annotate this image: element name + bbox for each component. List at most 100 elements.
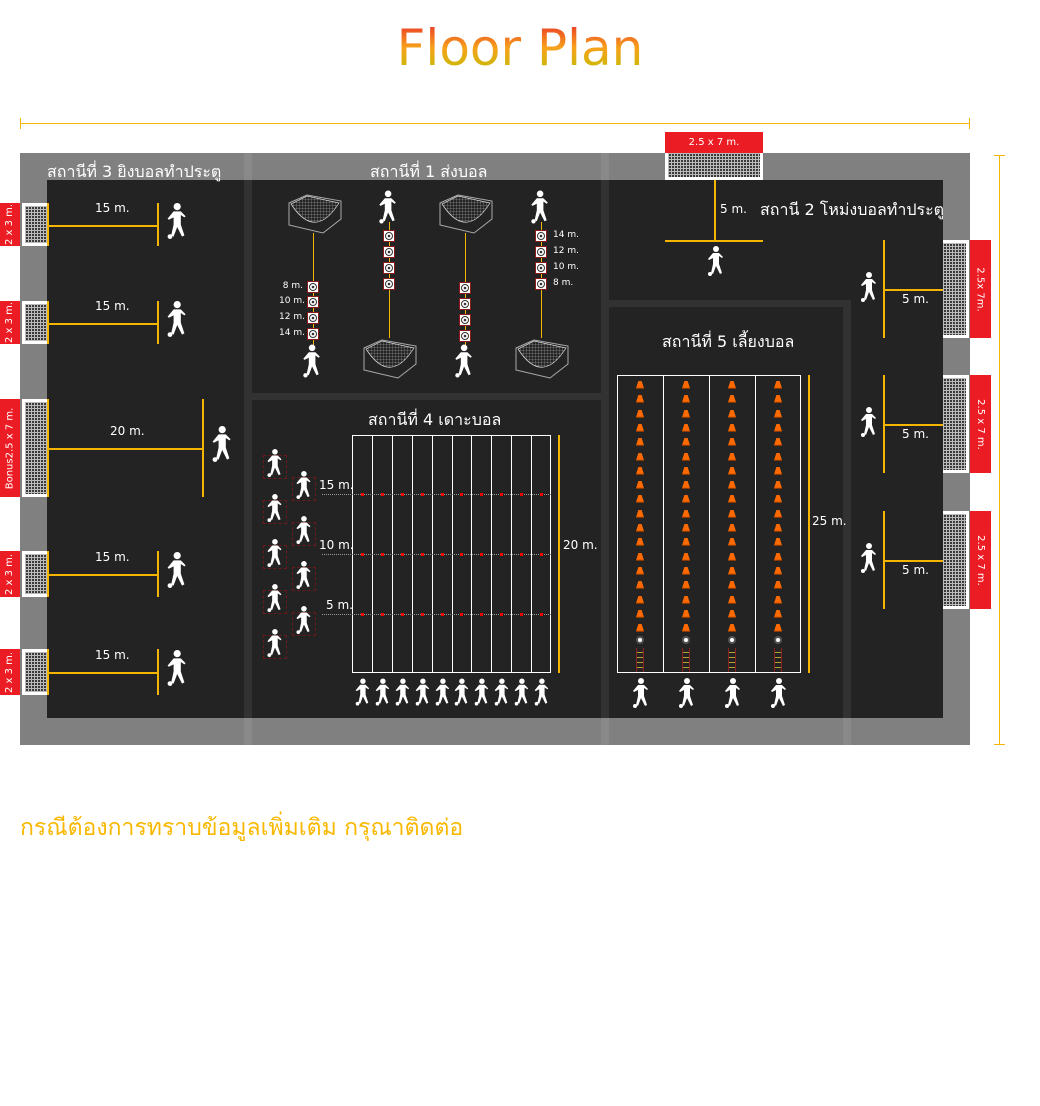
distance-label: 5 m.: [902, 292, 929, 306]
zone-divider: [609, 300, 843, 307]
cone-icon: [728, 538, 736, 547]
marker-dot: [480, 613, 484, 616]
ball-marker-icon: [535, 246, 547, 258]
cone-icon: [636, 452, 644, 461]
dimension-tick: [969, 118, 970, 129]
dimension-tick: [20, 118, 21, 129]
zone-divider: [843, 300, 851, 745]
marker-dot: [460, 553, 464, 556]
cone-icon: [636, 495, 644, 504]
juggling-player-icon: [455, 678, 469, 706]
passer-player-icon: [379, 190, 396, 224]
ball-marker-icon: [459, 282, 471, 294]
distance-label: 8 m.: [282, 281, 303, 291]
marker-dot: [500, 553, 504, 556]
juggling-player-icon: [267, 494, 282, 522]
marker-dot: [380, 613, 384, 616]
goal-size-label: 2.5x 7m.: [970, 240, 991, 338]
ball-marker-icon: [307, 328, 319, 340]
length-label: 25 m.: [812, 514, 847, 528]
cone-icon: [636, 609, 644, 618]
goal-size-text: 2.5x 7m.: [975, 266, 987, 312]
goal: [22, 203, 48, 246]
cone-icon: [728, 495, 736, 504]
kicker-player-icon: [212, 426, 231, 462]
distance-line: [883, 560, 943, 562]
goal-size-text: 2 x 3 m.: [4, 651, 16, 693]
juggling-player-icon: [475, 678, 489, 706]
cone-icon: [728, 509, 736, 518]
cone-icon: [682, 495, 690, 504]
marker-dot: [400, 553, 404, 556]
goal-size-text: 2 x 3 m.: [4, 203, 16, 246]
ball-marker-icon: [459, 298, 471, 310]
juggling-player-icon: [267, 629, 282, 657]
juggling-player-icon: [395, 678, 409, 706]
cone-icon: [636, 581, 644, 590]
cone-icon: [728, 566, 736, 575]
distance-line: [48, 225, 157, 227]
cone-icon: [636, 595, 644, 604]
shooting-line: [157, 203, 159, 246]
ball-marker-icon: [383, 278, 395, 290]
goal: [22, 551, 48, 597]
shooting-line: [157, 301, 159, 344]
ball-icon: [636, 636, 644, 644]
marker-dot: [460, 613, 464, 616]
length-label: 20 m.: [563, 538, 598, 552]
cone-icon: [774, 438, 782, 447]
marker-dot: [440, 493, 444, 496]
juggling-player-icon: [267, 584, 282, 612]
marker-dot: [400, 613, 404, 616]
cone-icon: [774, 524, 782, 532]
distance-line: [48, 448, 202, 450]
cone-icon: [774, 509, 782, 518]
goal-size-text: 2.5 x 7 m.: [975, 534, 987, 586]
lane-line: [709, 375, 710, 673]
zone-divider: [601, 153, 609, 745]
juggling-player-icon: [267, 539, 282, 567]
mark-label: 10 m.: [319, 538, 354, 552]
cone-icon: [636, 552, 644, 561]
rebounder-net-icon: [439, 194, 493, 234]
cone-icon: [774, 409, 782, 418]
kicker-player-icon: [167, 552, 186, 588]
ball-icon: [774, 636, 782, 644]
cone-icon: [682, 624, 690, 633]
cone-icon: [636, 395, 644, 404]
juggling-player-icon: [267, 449, 282, 477]
cone-icon: [728, 381, 736, 389]
header-player-icon: [705, 244, 725, 278]
player-box: [263, 545, 287, 569]
cone-icon: [682, 452, 690, 461]
dimension-tick: [994, 744, 1005, 745]
goal-size-label: 2 x 3 m.: [0, 203, 20, 246]
distance-line: [883, 289, 943, 291]
cone-icon: [682, 581, 690, 590]
dimension-tick: [994, 155, 1005, 156]
distance-line: [48, 672, 157, 674]
goal-size-text: 2.5 x 7 m.: [975, 398, 987, 450]
cone-icon: [774, 566, 782, 575]
distance-line: [883, 424, 943, 426]
cone-icon: [636, 466, 644, 475]
juggling-player-icon: [494, 678, 509, 706]
goal: [665, 153, 763, 180]
distance-label: 15 m.: [95, 648, 130, 662]
cone-icon: [636, 438, 644, 447]
juggling-player-icon: [514, 678, 529, 706]
goal-size-label: 2 x 3 m.: [0, 551, 20, 597]
ball-marker-icon: [459, 330, 471, 342]
marker-dot: [420, 493, 424, 496]
ball-marker-icon: [383, 230, 395, 242]
marker-dot: [380, 493, 384, 496]
juggling-player-icon: [534, 678, 549, 706]
distance-mark-line: [322, 554, 551, 555]
mark-label: 15 m.: [319, 478, 354, 492]
cone-icon: [728, 624, 736, 633]
marker-dot: [540, 613, 544, 616]
marker-dot: [520, 553, 524, 556]
cone-icon: [774, 624, 782, 633]
cone-icon: [728, 609, 736, 618]
goal: [943, 511, 969, 609]
